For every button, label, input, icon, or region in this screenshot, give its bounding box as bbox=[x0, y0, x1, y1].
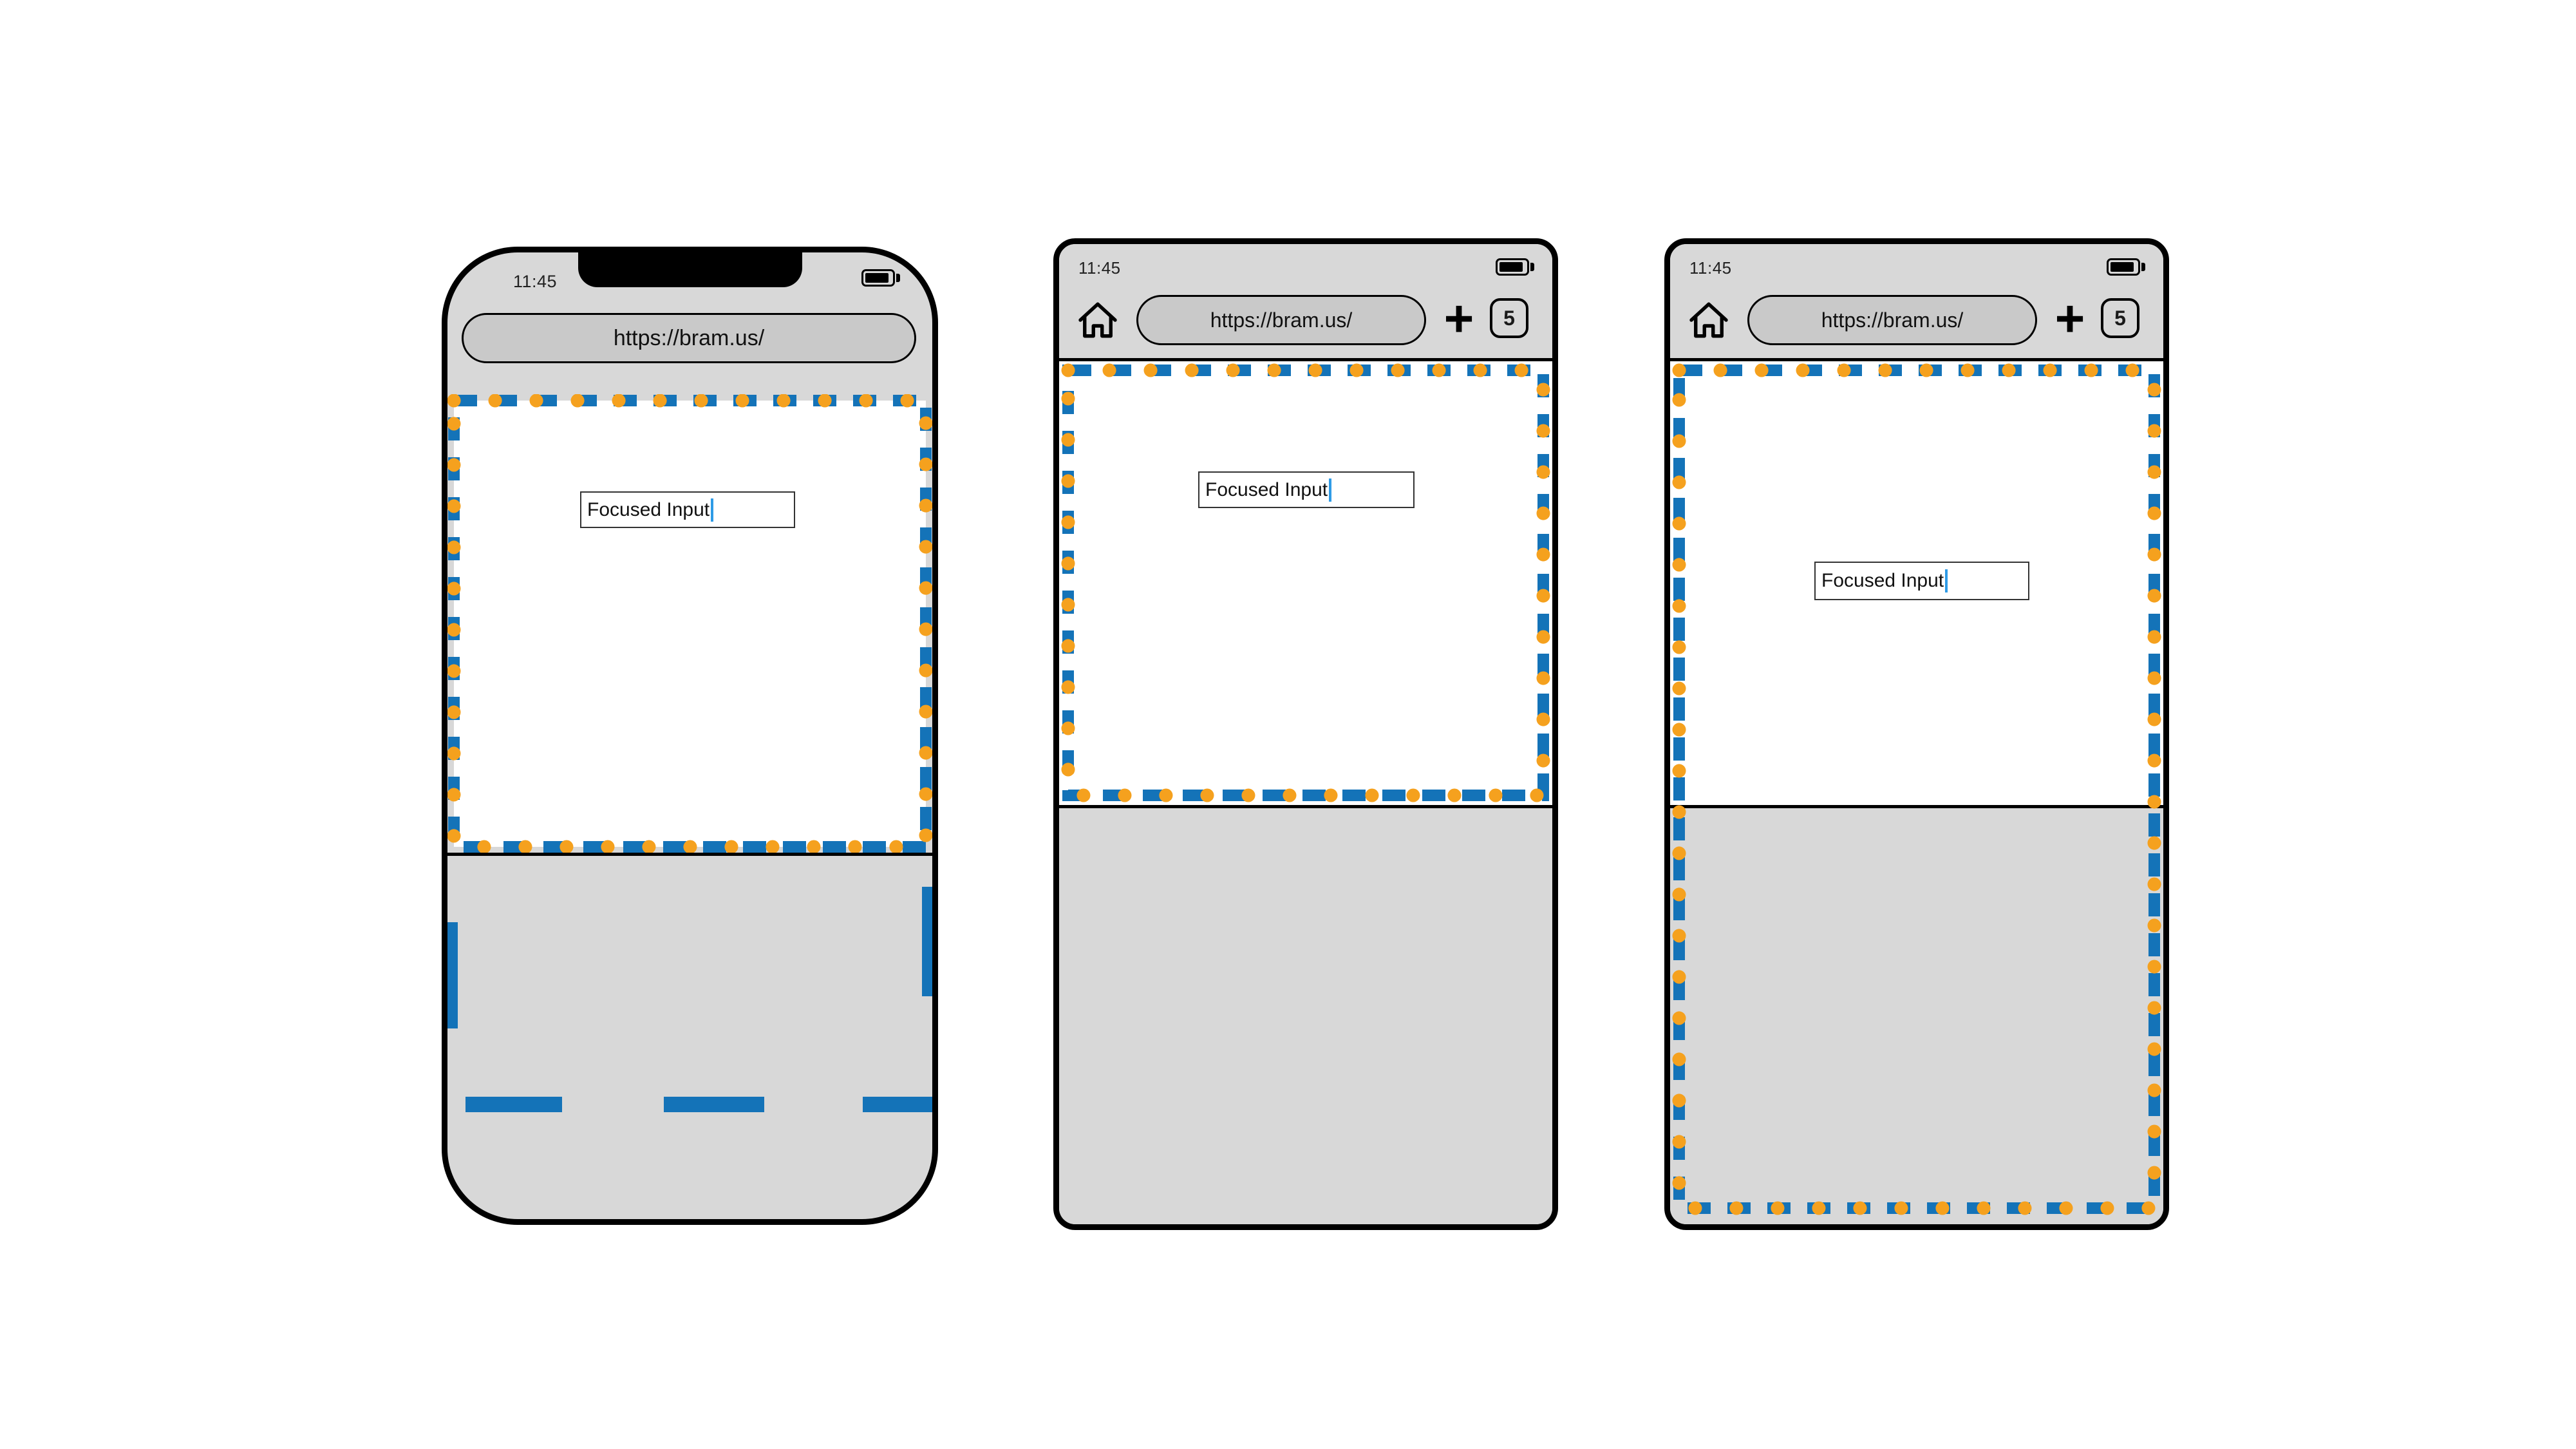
viewport-dash-border bbox=[1062, 365, 1549, 801]
viewport-border-remnant-left bbox=[447, 922, 458, 1028]
viewport-border-remnant-bottom bbox=[664, 1097, 764, 1112]
focused-input-value: Focused Input bbox=[587, 498, 710, 520]
status-time: 11:45 bbox=[1689, 258, 1732, 278]
text-caret bbox=[1945, 569, 1948, 592]
status-time: 11:45 bbox=[1078, 258, 1121, 278]
tab-counter-button[interactable]: 5 bbox=[1490, 298, 1528, 338]
url-bar[interactable]: https://bram.us/ bbox=[1136, 295, 1426, 345]
tab-count: 5 bbox=[1503, 306, 1515, 330]
viewport-dot-markers bbox=[1061, 363, 1550, 802]
viewport-dash-border bbox=[1673, 365, 2160, 1214]
focused-input[interactable]: Focused Input bbox=[580, 491, 795, 528]
tab-count: 5 bbox=[2114, 306, 2126, 330]
home-button[interactable] bbox=[1075, 297, 1121, 343]
keyboard-area bbox=[1670, 808, 2163, 1224]
battery-cap bbox=[1530, 263, 1534, 271]
layout-viewport-border bbox=[1672, 363, 2161, 1215]
home-icon bbox=[1078, 302, 1117, 338]
url-bar[interactable]: https://bram.us/ bbox=[1747, 295, 2037, 345]
viewport-border-remnant-right bbox=[922, 887, 932, 996]
url-text: https://bram.us/ bbox=[1821, 308, 1964, 332]
keyboard-area bbox=[1059, 808, 1552, 1224]
battery-icon bbox=[1496, 258, 1534, 276]
phone-mockup-browser-2: 11:45 https://bram.us/ + 5 Focused Input bbox=[1664, 238, 2169, 1230]
battery-level bbox=[1500, 262, 1523, 272]
viewport-dot-markers bbox=[1672, 363, 2161, 1215]
battery-body bbox=[1496, 258, 1529, 276]
url-text: https://bram.us/ bbox=[613, 325, 765, 350]
battery-level bbox=[865, 273, 888, 283]
viewport-border-remnant-bottom bbox=[863, 1097, 932, 1112]
visual-viewport-fill bbox=[454, 401, 926, 847]
status-time: 11:45 bbox=[513, 272, 558, 291]
layout-viewport-border bbox=[1061, 363, 1550, 802]
toolbar-divider bbox=[1670, 358, 2163, 361]
tab-counter-button[interactable]: 5 bbox=[2101, 298, 2139, 338]
focused-input-value: Focused Input bbox=[1205, 478, 1328, 500]
home-button[interactable] bbox=[1686, 297, 1732, 343]
focused-input[interactable]: Focused Input bbox=[1198, 471, 1415, 508]
battery-cap bbox=[896, 274, 900, 282]
new-tab-button[interactable]: + bbox=[2054, 290, 2085, 347]
battery-level bbox=[2111, 262, 2134, 272]
focused-input-value: Focused Input bbox=[1821, 570, 1944, 591]
visual-viewport bbox=[1059, 361, 1552, 805]
viewport-dot-markers bbox=[447, 394, 932, 853]
layout-viewport-border bbox=[447, 394, 932, 853]
keyboard-divider bbox=[1059, 805, 1552, 808]
phone-mockup-browser-1: 11:45 https://bram.us/ + 5 Focused Input bbox=[1053, 238, 1558, 1230]
focused-input[interactable]: Focused Input bbox=[1814, 562, 2029, 600]
viewport-border-remnant-bottom bbox=[465, 1097, 562, 1112]
text-caret bbox=[1329, 478, 1332, 502]
battery-icon bbox=[2107, 258, 2145, 276]
battery-body bbox=[2107, 258, 2140, 276]
keyboard-divider bbox=[1670, 805, 2163, 808]
home-icon bbox=[1689, 302, 1728, 338]
notch bbox=[578, 252, 802, 287]
url-bar[interactable]: https://bram.us/ bbox=[462, 313, 916, 363]
keyboard-divider bbox=[447, 853, 932, 856]
phone-mockup-iphone: 11:45 https://bram.us/ Focused Input bbox=[442, 247, 938, 1225]
toolbar-divider bbox=[1059, 358, 1552, 361]
battery-body bbox=[861, 269, 895, 287]
battery-icon bbox=[861, 269, 900, 287]
battery-cap bbox=[2141, 263, 2145, 271]
new-tab-button[interactable]: + bbox=[1443, 290, 1474, 347]
url-text: https://bram.us/ bbox=[1210, 308, 1353, 332]
text-caret bbox=[711, 498, 714, 522]
